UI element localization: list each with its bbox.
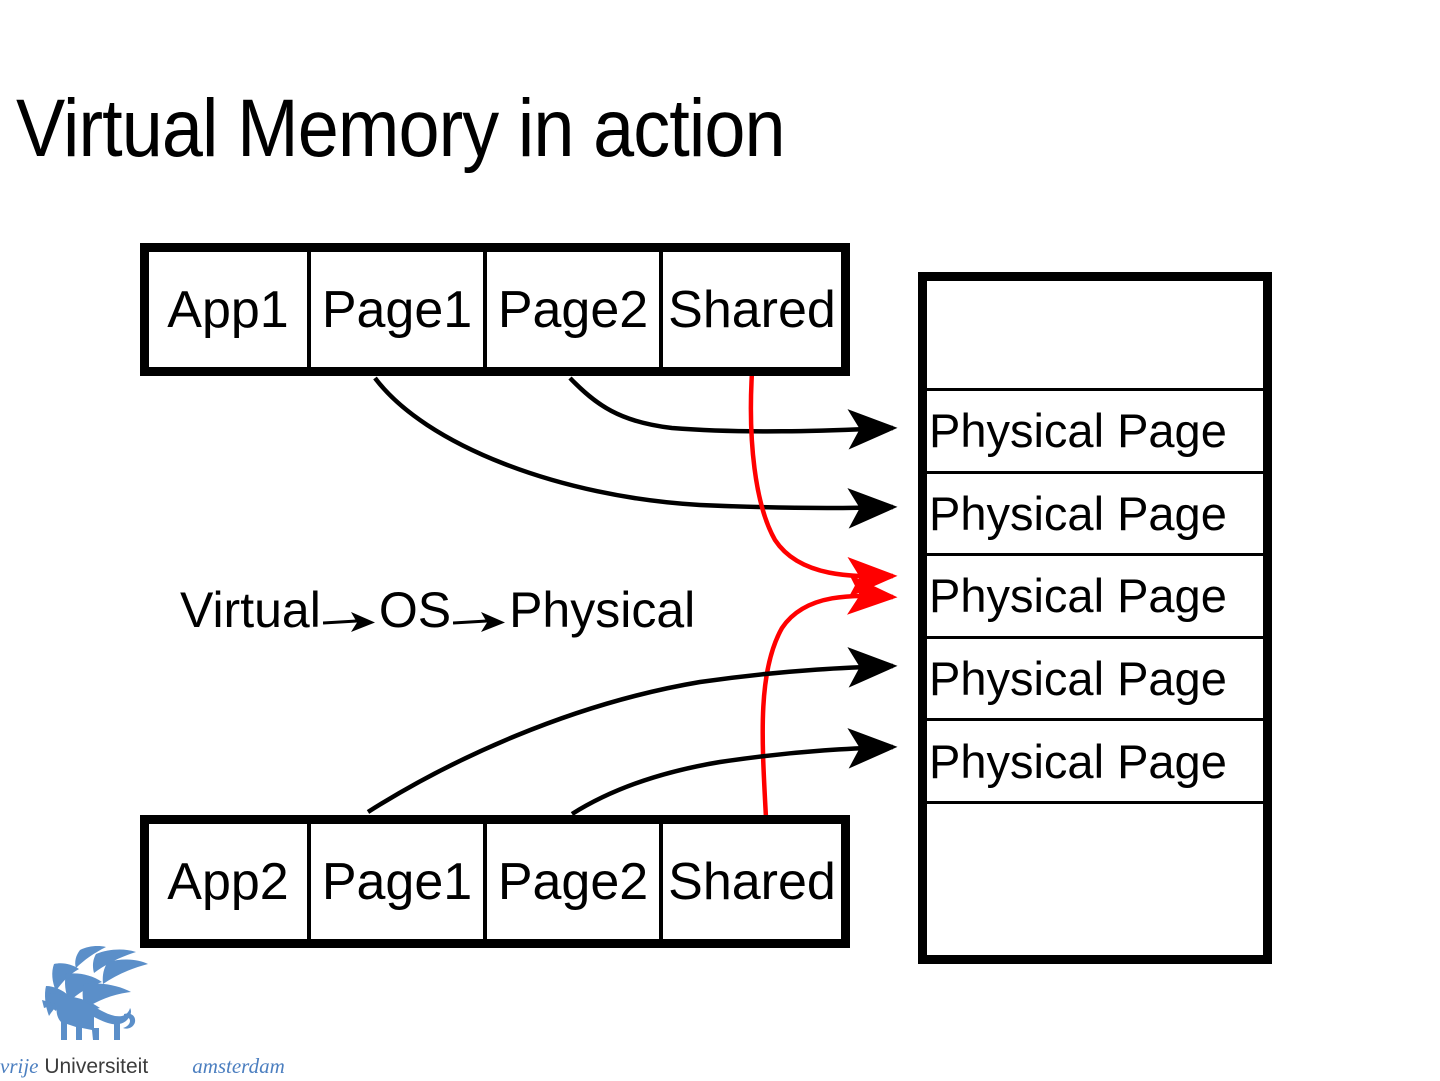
physical-page-cell-2[interactable]: Physical Page	[927, 474, 1263, 557]
app1-shared-cell[interactable]: Shared	[668, 280, 836, 339]
app1-page2-cell[interactable]: Page2	[487, 252, 663, 367]
app1-app-label-cell[interactable]: App1	[149, 252, 311, 367]
legend-physical-label: Physical	[509, 582, 696, 638]
physical-page-cell-1[interactable]: Physical Page	[927, 391, 1263, 474]
app2-page2-cell[interactable]: Page2	[487, 824, 663, 939]
legend-os-label: OS	[378, 582, 452, 638]
app2-app-label-cell[interactable]: App2	[149, 824, 311, 939]
physical-memory-empty-cell-bottom	[927, 804, 1263, 955]
app2-shared-cell[interactable]: Shared	[668, 852, 836, 911]
mapping-arrow-app2-page1	[366, 647, 898, 814]
app2-virtual-memory-row: App2 Page1 Page2 Shared	[140, 815, 850, 948]
address-translation-legend: Virtual OS Physical	[180, 585, 695, 635]
winged-griffin-icon	[36, 944, 148, 1046]
vu-logo-vrije-text: vrije	[0, 1054, 39, 1078]
vu-logo-universiteit-text: Universiteit	[38, 1055, 149, 1078]
arrow-right-icon	[322, 595, 377, 632]
mapping-arrow-app1-shared	[748, 371, 898, 598]
app2-page1-cell[interactable]: Page1	[311, 824, 487, 939]
vu-logo-amsterdam-text: amsterdam	[192, 1054, 285, 1078]
vu-logo-wordmark: vrije Universiteit amsterdam	[0, 1052, 300, 1080]
vu-amsterdam-logo: vrije Universiteit amsterdam	[0, 940, 300, 1080]
physical-memory-column: Physical Page Physical Page Physical Pag…	[918, 272, 1272, 964]
page-title: Virtual Memory in action	[16, 83, 786, 174]
legend-virtual-label: Virtual	[180, 582, 321, 638]
physical-page-cell-4[interactable]: Physical Page	[927, 639, 1263, 722]
app1-virtual-memory-row: App1 Page1 Page2 Shared	[140, 243, 850, 376]
mapping-arrow-app1-page1	[373, 376, 898, 529]
mapping-arrow-app2-shared	[760, 574, 898, 819]
physical-page-cell-3[interactable]: Physical Page	[927, 556, 1263, 639]
arrow-right-icon	[452, 595, 507, 632]
mapping-arrow-app1-page2	[568, 376, 898, 450]
app1-page1-cell[interactable]: Page1	[311, 252, 487, 367]
mapping-arrow-app2-page2	[570, 728, 898, 816]
physical-page-cell-5[interactable]: Physical Page	[927, 721, 1263, 804]
physical-memory-empty-cell-top	[927, 281, 1263, 392]
